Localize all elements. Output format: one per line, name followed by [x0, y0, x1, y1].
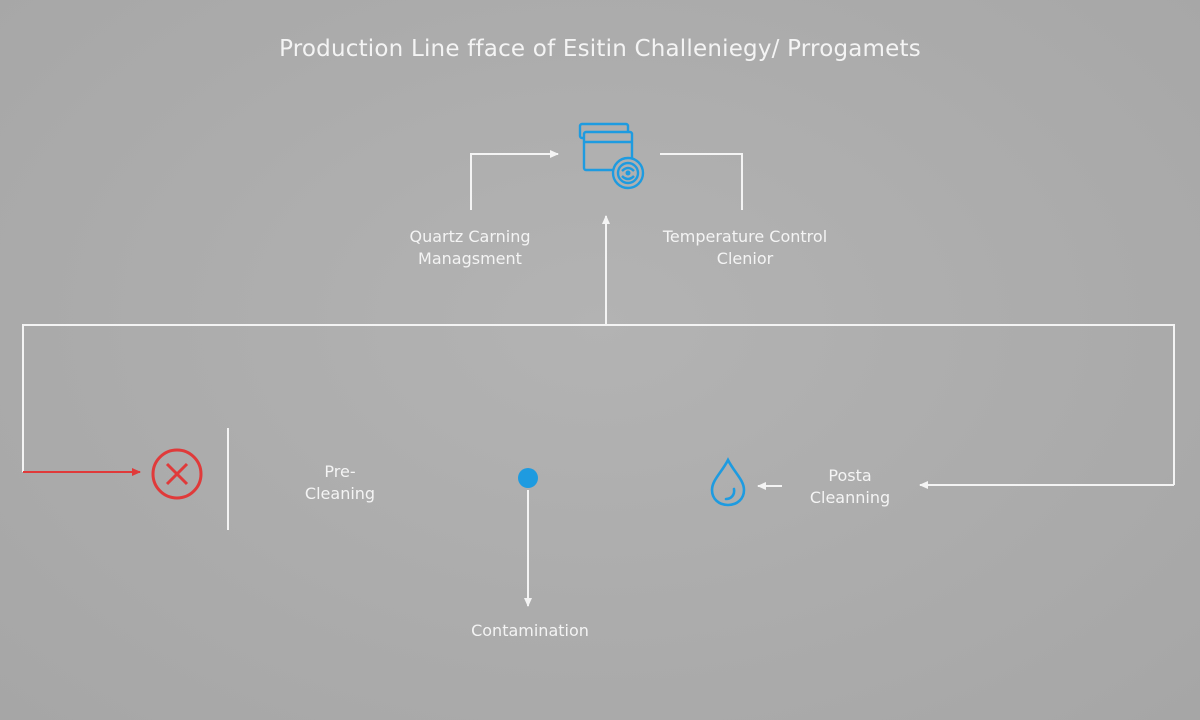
- node-label-line: Clenior: [716, 249, 774, 268]
- node-pre-cleaning: Pre- Cleaning: [285, 461, 395, 505]
- node-label-line: Contamination: [471, 621, 589, 640]
- connector-top-to-temperature: [660, 153, 743, 210]
- monitor-gear-icon: [578, 122, 645, 190]
- connector-quartz-to-top: [470, 150, 559, 210]
- status-dot-icon: [518, 468, 538, 488]
- node-label-line: Temperature Control: [662, 227, 828, 246]
- node-label-line: Cleaning: [304, 484, 376, 503]
- node-label-line: Posta: [828, 466, 872, 485]
- node-temperature-control: Temperature Control Clenior: [640, 226, 850, 270]
- water-drop-icon: [710, 457, 746, 507]
- node-label-line: Cleanning: [809, 488, 891, 507]
- node-label-line: Quartz Carning: [409, 227, 531, 246]
- node-label-line: Managsment: [418, 249, 522, 268]
- node-label-line: Pre-: [324, 462, 356, 481]
- node-contamination: Contamination: [460, 620, 600, 642]
- error-x-icon: [151, 448, 203, 500]
- node-quartz-carning-management: Quartz Carning Managsment: [370, 226, 570, 270]
- node-posta-cleaning: Posta Cleanning: [785, 465, 915, 509]
- diagram-title: Production Line fface of Esitin Challeni…: [279, 36, 921, 62]
